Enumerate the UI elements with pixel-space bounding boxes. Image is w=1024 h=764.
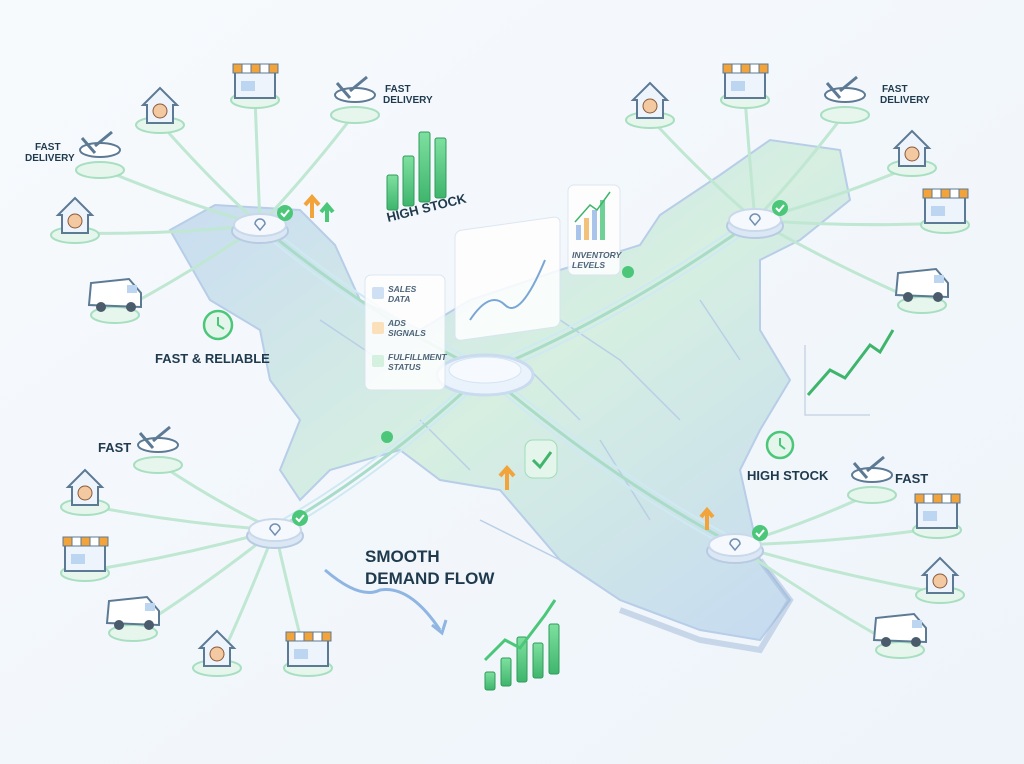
sales-data-icon bbox=[372, 287, 384, 299]
bar bbox=[418, 131, 431, 203]
sales-chart-panel bbox=[454, 216, 561, 341]
check-icon bbox=[292, 510, 308, 526]
central-dashboard: SALES DATA ADS SIGNALS FULFILLMENT STATU… bbox=[364, 184, 623, 397]
hub bbox=[726, 200, 788, 239]
bar bbox=[402, 155, 415, 207]
bar bbox=[484, 671, 496, 691]
shop-icon bbox=[283, 631, 333, 677]
fulfillment-label-2: STATUS bbox=[388, 362, 421, 372]
drone-icon bbox=[820, 75, 870, 124]
van-icon bbox=[872, 612, 927, 659]
inventory-panel: INVENTORY LEVELS bbox=[567, 184, 623, 276]
bar bbox=[532, 642, 544, 679]
van-icon bbox=[87, 277, 142, 324]
location-pin-icon bbox=[729, 538, 741, 552]
hub-route bbox=[484, 377, 736, 552]
fast-delivery-label: FAST bbox=[385, 84, 411, 95]
growth-trend-line bbox=[806, 329, 895, 396]
fast-delivery-label: FAST bbox=[35, 142, 61, 153]
ads-signals-label-1: ADS bbox=[387, 318, 406, 328]
shop-icon bbox=[230, 63, 280, 109]
location-pin-icon bbox=[269, 523, 281, 537]
high-stock-label: HIGH STOCK bbox=[747, 468, 829, 483]
growth-bars-bottom bbox=[483, 599, 560, 691]
location-pin-icon bbox=[749, 213, 761, 227]
house-icon bbox=[915, 556, 965, 604]
smooth-demand-flow-label: SMOOTH bbox=[365, 547, 440, 566]
hub-route bbox=[484, 218, 756, 374]
node-link bbox=[253, 97, 262, 226]
up-arrows bbox=[303, 193, 715, 530]
hub-route bbox=[484, 370, 736, 547]
fast-delivery-label: DELIVERY bbox=[880, 95, 930, 106]
fast-label: FAST bbox=[98, 440, 131, 455]
hub-route bbox=[484, 213, 756, 367]
house-icon bbox=[60, 468, 110, 516]
node-link bbox=[743, 97, 757, 221]
node-link bbox=[258, 112, 357, 227]
smooth-demand-flow-label: DEMAND FLOW bbox=[365, 569, 495, 588]
info-panel: SALES DATA ADS SIGNALS FULFILLMENT STATU… bbox=[364, 274, 447, 391]
inventory-label-2: LEVELS bbox=[572, 260, 605, 270]
growth-arrow bbox=[483, 599, 557, 662]
bar bbox=[548, 623, 560, 675]
megaphone-icon bbox=[372, 322, 384, 334]
bar bbox=[434, 137, 447, 199]
sales-data-label-1: SALES bbox=[388, 284, 417, 294]
shop-icon bbox=[60, 536, 110, 582]
fast-delivery-label: DELIVERY bbox=[383, 95, 433, 106]
check-icon bbox=[772, 200, 788, 216]
sales-trend-line bbox=[469, 259, 546, 321]
box-icon bbox=[372, 355, 384, 367]
endpoint-nodes bbox=[50, 63, 970, 677]
bar bbox=[386, 174, 399, 211]
hub bbox=[246, 510, 308, 549]
hub bbox=[706, 525, 768, 564]
fast-reliable-label: FAST & RELIABLE bbox=[155, 351, 270, 366]
trend-axes bbox=[804, 345, 870, 416]
clock-icon bbox=[202, 309, 234, 341]
fulfillment-label-1: FULFILLMENT bbox=[388, 352, 447, 362]
check-icon bbox=[752, 525, 768, 541]
drone-icon bbox=[133, 425, 183, 474]
bar bbox=[500, 657, 512, 687]
drone-icon bbox=[330, 75, 380, 124]
fast-label: FAST bbox=[895, 471, 928, 486]
demand-flow-arrow bbox=[324, 568, 442, 631]
house-icon bbox=[50, 196, 100, 244]
sales-data-label-2: DATA bbox=[388, 294, 410, 304]
house-icon bbox=[887, 129, 937, 177]
plane-icon bbox=[75, 130, 125, 179]
ads-signals-label-2: SIGNALS bbox=[388, 328, 426, 338]
high-stock-bars-top bbox=[386, 131, 447, 211]
shop-icon bbox=[912, 493, 962, 539]
fast-delivery-label: DELIVERY bbox=[25, 153, 75, 164]
check-icon bbox=[277, 205, 293, 221]
check-badge bbox=[524, 439, 558, 479]
shop-icon bbox=[720, 63, 770, 109]
hub bbox=[231, 205, 293, 244]
house-icon bbox=[192, 629, 242, 677]
distribution-hubs bbox=[231, 200, 788, 564]
refresh-clock-icon bbox=[765, 430, 795, 460]
drone-icon bbox=[847, 455, 897, 504]
location-pin-icon bbox=[254, 218, 266, 232]
hub-route bbox=[484, 365, 736, 540]
van-icon bbox=[894, 267, 949, 314]
fast-delivery-label: FAST bbox=[882, 84, 908, 95]
route-checkmarks bbox=[381, 266, 634, 443]
house-icon bbox=[625, 81, 675, 129]
shop-icon bbox=[920, 188, 970, 234]
van-icon bbox=[105, 595, 160, 642]
house-icon bbox=[135, 86, 185, 134]
inventory-label-1: INVENTORY bbox=[572, 250, 623, 260]
